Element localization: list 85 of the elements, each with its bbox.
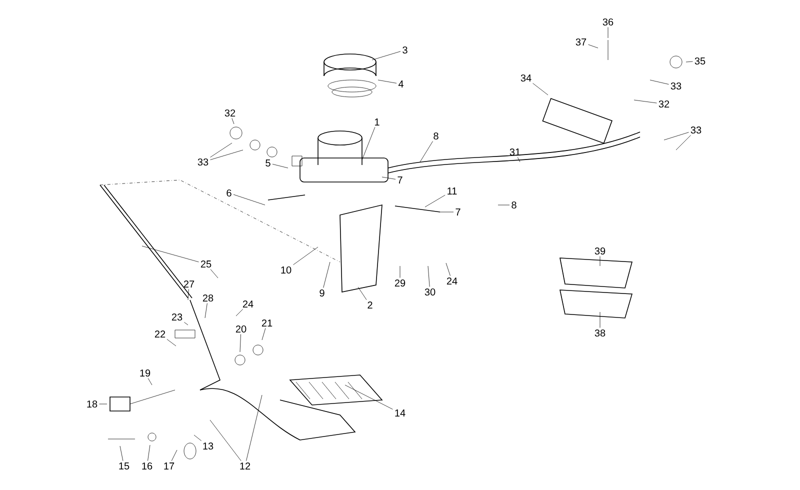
callout-number: 35: [694, 57, 706, 65]
callout-number: 23: [172, 313, 182, 321]
callout-number: 6: [226, 189, 232, 197]
leader-line: [120, 446, 124, 462]
leader-line: [210, 142, 232, 158]
leader-line: [233, 194, 266, 206]
callout-number: 2: [368, 302, 372, 308]
callout-number: 27: [184, 280, 194, 288]
leader-line: [650, 80, 669, 85]
leader-line: [293, 246, 318, 265]
callout-number: 22: [154, 330, 166, 338]
callout-number: 19: [140, 369, 150, 377]
leader-line: [148, 444, 150, 461]
callout-number: 32: [658, 100, 670, 108]
callout-number: 8: [512, 201, 516, 209]
leader-line: [232, 118, 234, 124]
callout-number: 3: [402, 46, 408, 54]
callout-number: 28: [202, 294, 214, 302]
callout-number: 33: [670, 82, 682, 90]
callout-number: 25: [200, 260, 212, 268]
callout-number: 13: [203, 442, 214, 450]
callout-number: 30: [424, 288, 436, 296]
leader-line: [517, 157, 520, 162]
leader-line: [272, 164, 288, 168]
leader-line: [344, 384, 393, 410]
callout-number: 8: [434, 132, 438, 140]
callout-number: 21: [262, 320, 272, 326]
callout-number: 32: [224, 109, 236, 117]
callout-number: 33: [198, 158, 208, 166]
leader-line: [246, 394, 262, 462]
callout-number: 7: [456, 208, 460, 216]
callout-number: 36: [602, 18, 614, 26]
leader-line: [588, 44, 598, 48]
callout-number: 38: [594, 329, 606, 337]
callout-number: 7: [398, 176, 402, 184]
leader-line: [240, 334, 241, 352]
callout-number: 24: [446, 278, 458, 284]
callout-number: 12: [240, 462, 250, 470]
leader-line: [262, 328, 266, 340]
leader-line: [378, 80, 397, 84]
leader-line: [210, 150, 244, 160]
leader-line: [498, 204, 510, 206]
leader-line: [664, 132, 689, 140]
leader-line: [188, 289, 189, 300]
leader-line: [323, 262, 330, 288]
leader-line: [532, 83, 548, 96]
callout-number: 4: [398, 80, 404, 88]
callout-number: 5: [266, 160, 270, 166]
leader-line: [204, 303, 208, 318]
leader-line: [166, 339, 176, 346]
callout-number: 34: [520, 74, 532, 82]
leader-line: [420, 141, 433, 162]
callout-number: 39: [594, 247, 606, 255]
leader-line: [210, 269, 218, 278]
callout-number: 15: [119, 462, 130, 470]
callout-number: 1: [375, 118, 380, 126]
leader-line: [362, 126, 376, 160]
leader-line: [194, 434, 202, 441]
callout-number: 11: [448, 188, 457, 194]
leader-line: [184, 322, 188, 326]
leader-line: [676, 135, 691, 150]
leader-line: [424, 194, 446, 208]
callout-number: 9: [320, 289, 324, 297]
leader-line: [142, 246, 199, 262]
callout-number: 17: [164, 462, 174, 470]
callout-number: 33: [690, 126, 702, 134]
callout-number: 10: [281, 266, 292, 274]
leader-line: [236, 309, 244, 316]
callout-number: 24: [242, 300, 254, 308]
leader-line: [634, 100, 657, 104]
leader-line: [148, 378, 152, 386]
leader-line: [686, 61, 693, 62]
callout-number: 29: [394, 279, 406, 287]
leader-line: [358, 286, 367, 300]
callout-number: 14: [395, 410, 406, 416]
callout-number: 37: [576, 38, 586, 46]
leader-line: [210, 420, 242, 462]
callout-number: 16: [142, 462, 152, 470]
leader-line: [171, 450, 178, 462]
leader-line: [446, 262, 450, 276]
leader-line: [428, 266, 430, 287]
leader-line: [382, 176, 396, 180]
leader-line: [372, 51, 401, 60]
callout-number: 18: [87, 400, 98, 408]
callout-number: 20: [236, 325, 246, 333]
